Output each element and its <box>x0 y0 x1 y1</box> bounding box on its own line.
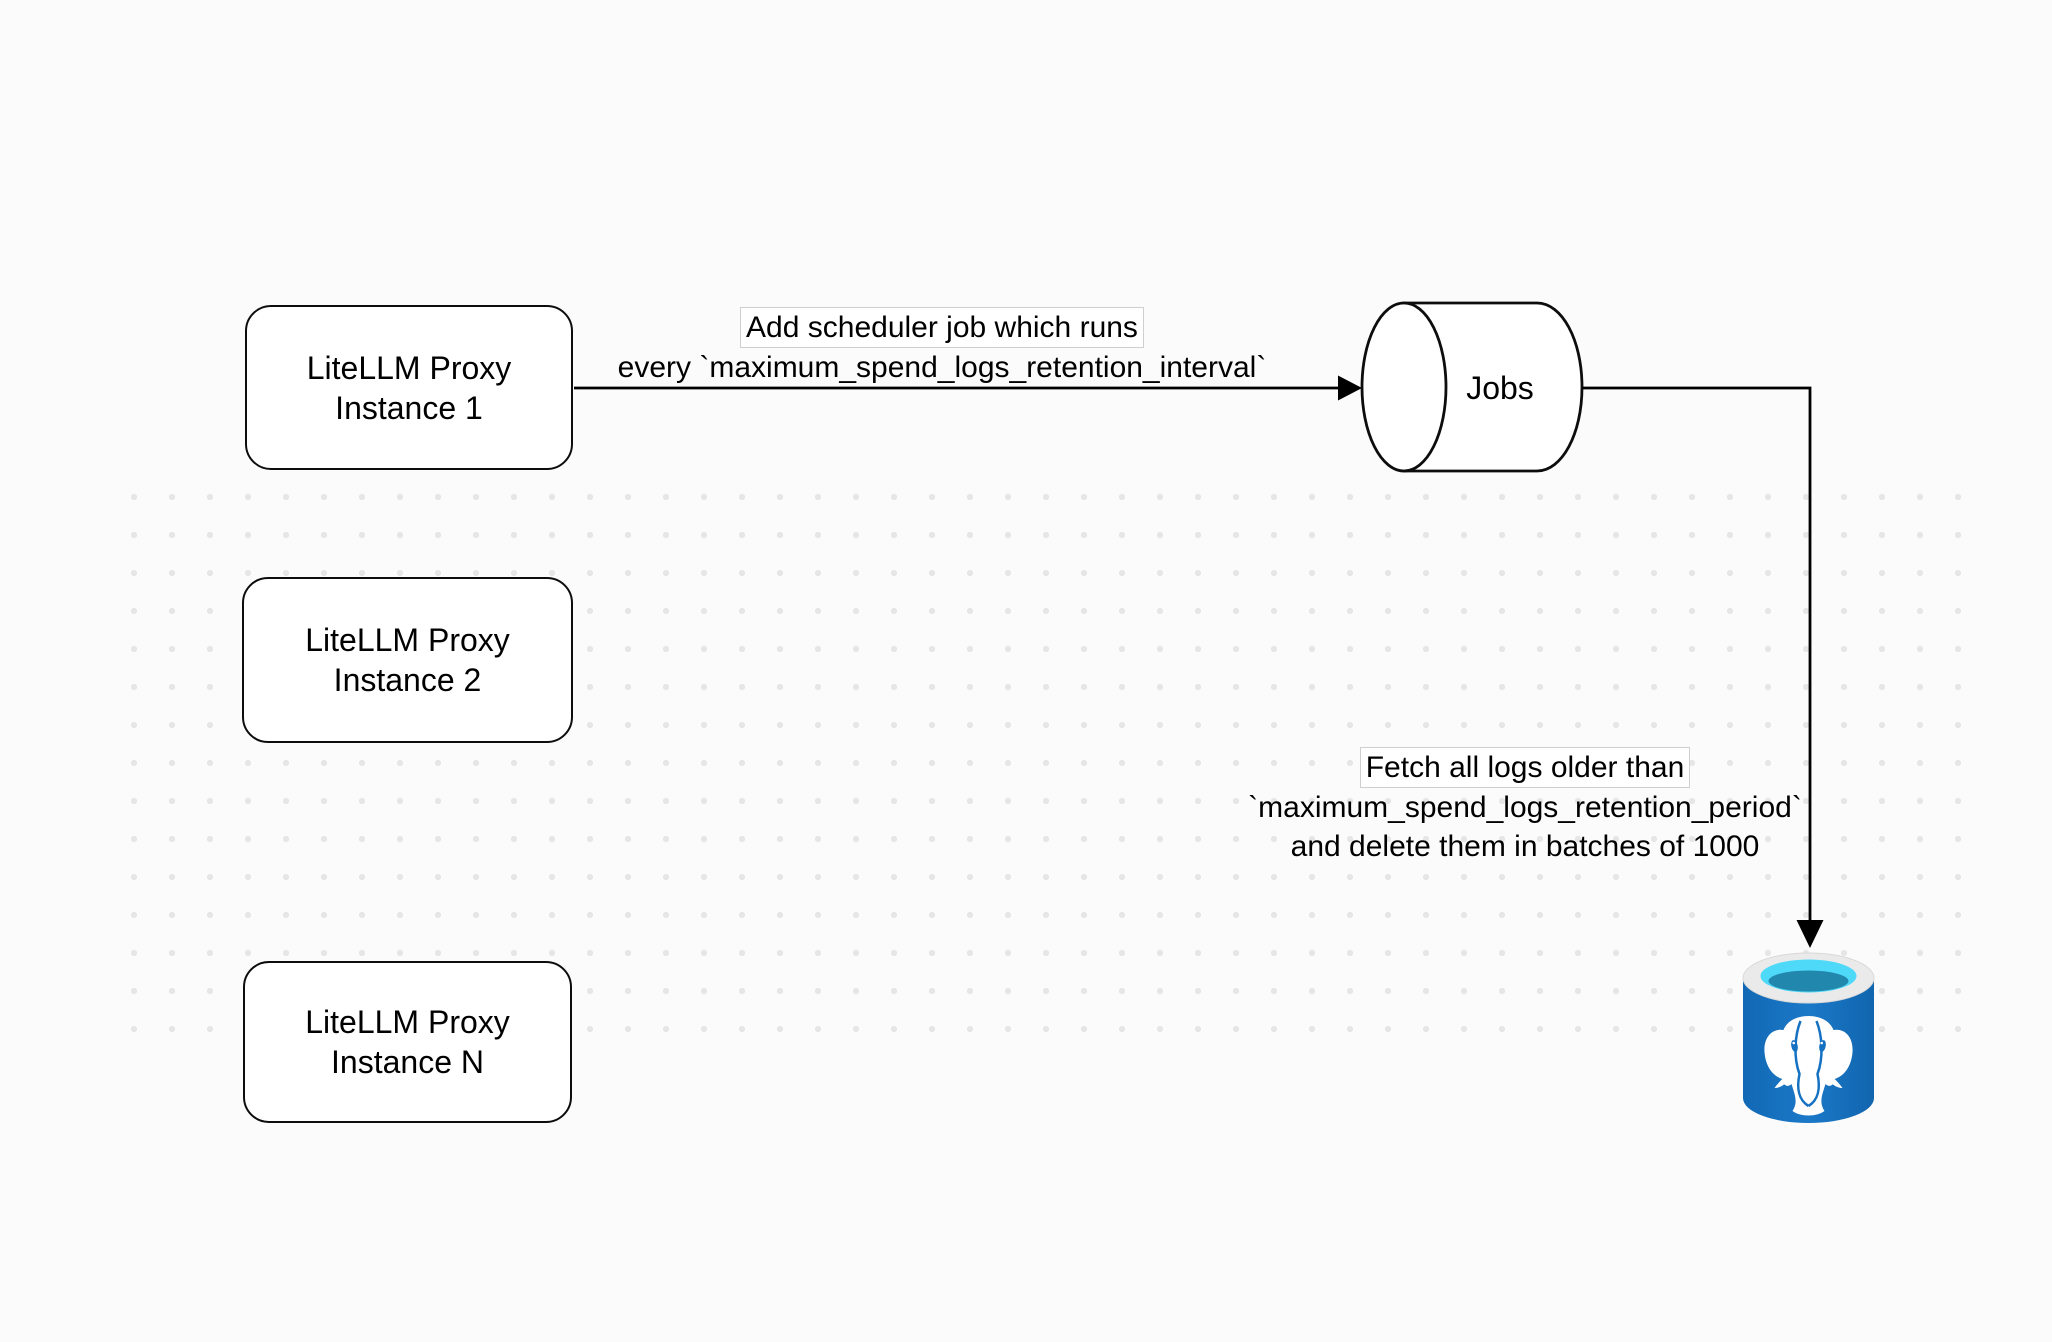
annotation-line: Add scheduler job which runs <box>740 307 1144 348</box>
annotation-cleanup-job: Fetch all logs older than `maximum_spend… <box>1235 747 1815 866</box>
node-label: LiteLLM Proxy Instance 1 <box>306 349 512 426</box>
node-litellm-proxy-instance-1: LiteLLM Proxy Instance 1 <box>245 305 573 470</box>
annotation-line: and delete them in batches of 1000 <box>1290 830 1760 863</box>
annotation-line: `maximum_spend_logs_retention_period` <box>1248 791 1802 824</box>
flow-arrow-cleanup <box>1582 386 1824 948</box>
arrowhead-down-icon <box>1796 920 1824 948</box>
annotation-line: Fetch all logs older than <box>1359 747 1691 788</box>
node-label: LiteLLM Proxy Instance 2 <box>305 622 510 698</box>
node-litellm-proxy-instance-n: LiteLLM Proxy Instance N <box>243 961 572 1123</box>
postgres-elephant-icon <box>1764 1016 1853 1116</box>
flow-arrow-scheduler <box>574 375 1362 401</box>
node-jobs-label: Jobs <box>1466 370 1534 406</box>
annotation-line: every `maximum_spend_logs_retention_inte… <box>617 351 1267 384</box>
annotation-scheduler-job: Add scheduler job which runs every `maxi… <box>592 307 1292 387</box>
node-label: LiteLLM Proxy Instance N <box>305 1004 510 1080</box>
node-litellm-proxy-instance-2: LiteLLM Proxy Instance 2 <box>242 577 573 743</box>
postgresql-database-icon <box>1742 952 1875 1123</box>
jobs-cylinder-shape <box>1360 301 1584 473</box>
arrowhead-right-icon <box>1338 375 1362 401</box>
